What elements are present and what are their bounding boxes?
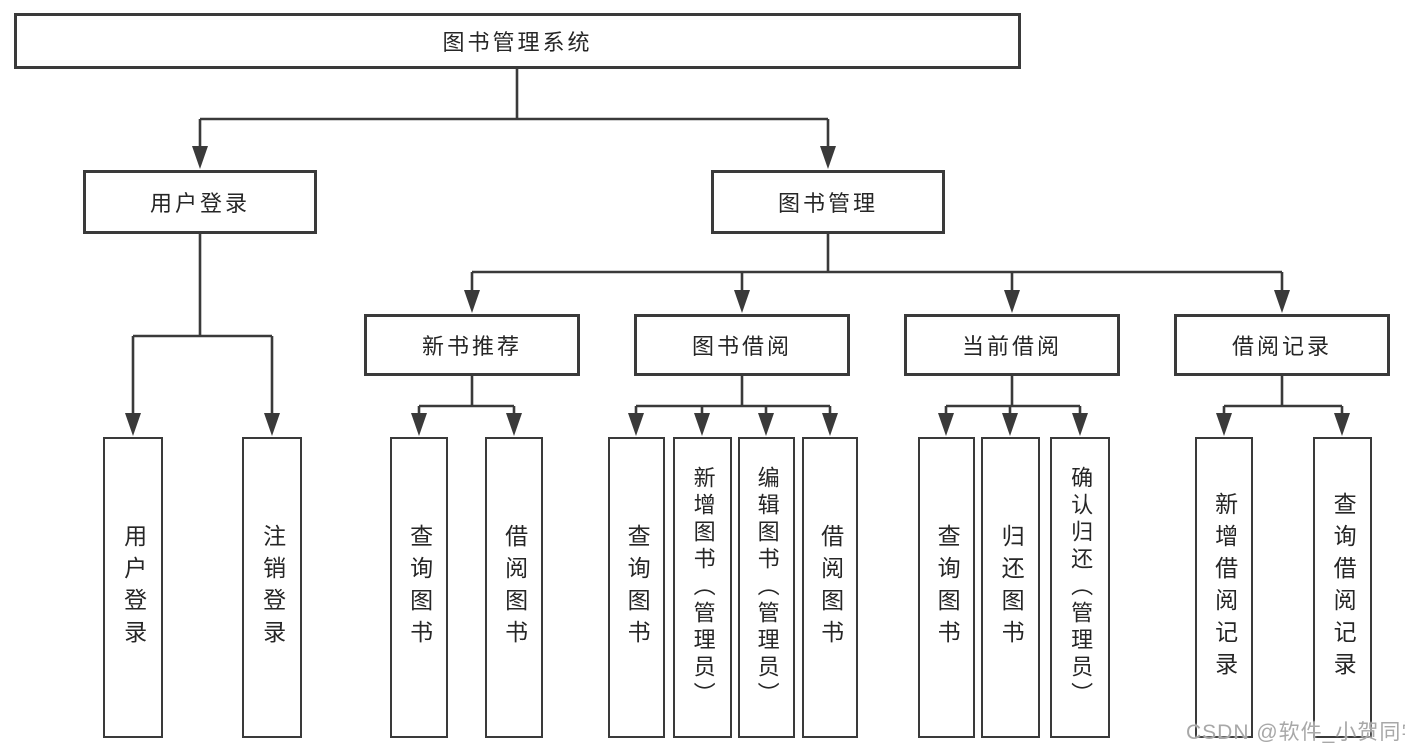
leaf-query-book-2: 查询图书 xyxy=(608,437,665,738)
arrowhead-icon xyxy=(1274,290,1290,313)
arrowhead-icon xyxy=(938,413,954,436)
leaf-query-book-3: 查询图书 xyxy=(918,437,975,738)
leaf-label: 查询图书 xyxy=(934,523,961,652)
connector-borrow-record-group xyxy=(1216,376,1350,436)
arrowhead-icon xyxy=(628,413,644,436)
arrowhead-icon xyxy=(758,413,774,436)
connector-user-login-group xyxy=(125,234,280,436)
node-root-system: 图书管理系统 xyxy=(14,13,1021,69)
arrowhead-icon xyxy=(694,413,710,436)
node-book-borrow: 图书借阅 xyxy=(634,314,850,376)
leaf-label: 查询图书 xyxy=(624,523,651,652)
node-borrow-record: 借阅记录 xyxy=(1174,314,1390,376)
leaf-label: 确认归还（管理员） xyxy=(1068,466,1094,709)
leaf-borrow-book-1: 借阅图书 xyxy=(485,437,543,738)
leaf-logout: 注销登录 xyxy=(242,437,302,738)
leaf-label: 归还图书 xyxy=(998,523,1025,652)
leaf-add-borrow-record: 新增借阅记录 xyxy=(1195,437,1253,738)
leaf-label: 借阅图书 xyxy=(817,523,844,652)
leaf-confirm-return-admin: 确认归还（管理员） xyxy=(1050,437,1110,738)
leaf-query-book-1: 查询图书 xyxy=(390,437,448,738)
leaf-return-book: 归还图书 xyxy=(981,437,1040,738)
leaf-label: 用户登录 xyxy=(120,523,147,652)
arrowhead-icon xyxy=(1334,413,1350,436)
leaf-label: 借阅图书 xyxy=(501,523,528,652)
leaf-label: 编辑图书（管理员） xyxy=(754,466,780,709)
arrowhead-icon xyxy=(1002,413,1018,436)
leaf-label: 查询图书 xyxy=(406,523,433,652)
connector-new-book-group xyxy=(411,376,522,436)
node-current-borrow: 当前借阅 xyxy=(904,314,1120,376)
connector-book-borrow-group xyxy=(628,376,838,436)
leaf-label: 新增借阅记录 xyxy=(1211,491,1238,684)
node-new-book-recommend: 新书推荐 xyxy=(364,314,580,376)
connector-root-to-branches xyxy=(192,69,836,169)
arrowhead-icon xyxy=(411,413,427,436)
csdn-watermark: CSDN @软件_小贺同学 xyxy=(1186,721,1405,744)
leaf-label: 新增图书（管理员） xyxy=(690,466,716,709)
leaf-edit-book-admin: 编辑图书（管理员） xyxy=(738,437,795,738)
arrowhead-icon xyxy=(125,413,141,436)
arrowhead-icon xyxy=(506,413,522,436)
leaf-label: 注销登录 xyxy=(259,523,286,652)
node-user-login: 用户登录 xyxy=(83,170,317,234)
arrowhead-icon xyxy=(820,146,836,169)
leaf-user-login: 用户登录 xyxy=(103,437,163,738)
arrowhead-icon xyxy=(264,413,280,436)
leaf-borrow-book-2: 借阅图书 xyxy=(802,437,858,738)
connector-book-management-group xyxy=(464,234,1290,313)
arrowhead-icon xyxy=(1004,290,1020,313)
arrowhead-icon xyxy=(464,290,480,313)
leaf-query-borrow-record: 查询借阅记录 xyxy=(1313,437,1372,738)
arrowhead-icon xyxy=(1216,413,1232,436)
connector-current-borrow-group xyxy=(938,376,1088,436)
arrowhead-icon xyxy=(192,146,208,169)
leaf-label: 查询借阅记录 xyxy=(1330,491,1357,684)
arrowhead-icon xyxy=(734,290,750,313)
node-book-management: 图书管理 xyxy=(711,170,945,234)
arrowhead-icon xyxy=(1072,413,1088,436)
arrowhead-icon xyxy=(822,413,838,436)
leaf-add-book-admin: 新增图书（管理员） xyxy=(673,437,732,738)
